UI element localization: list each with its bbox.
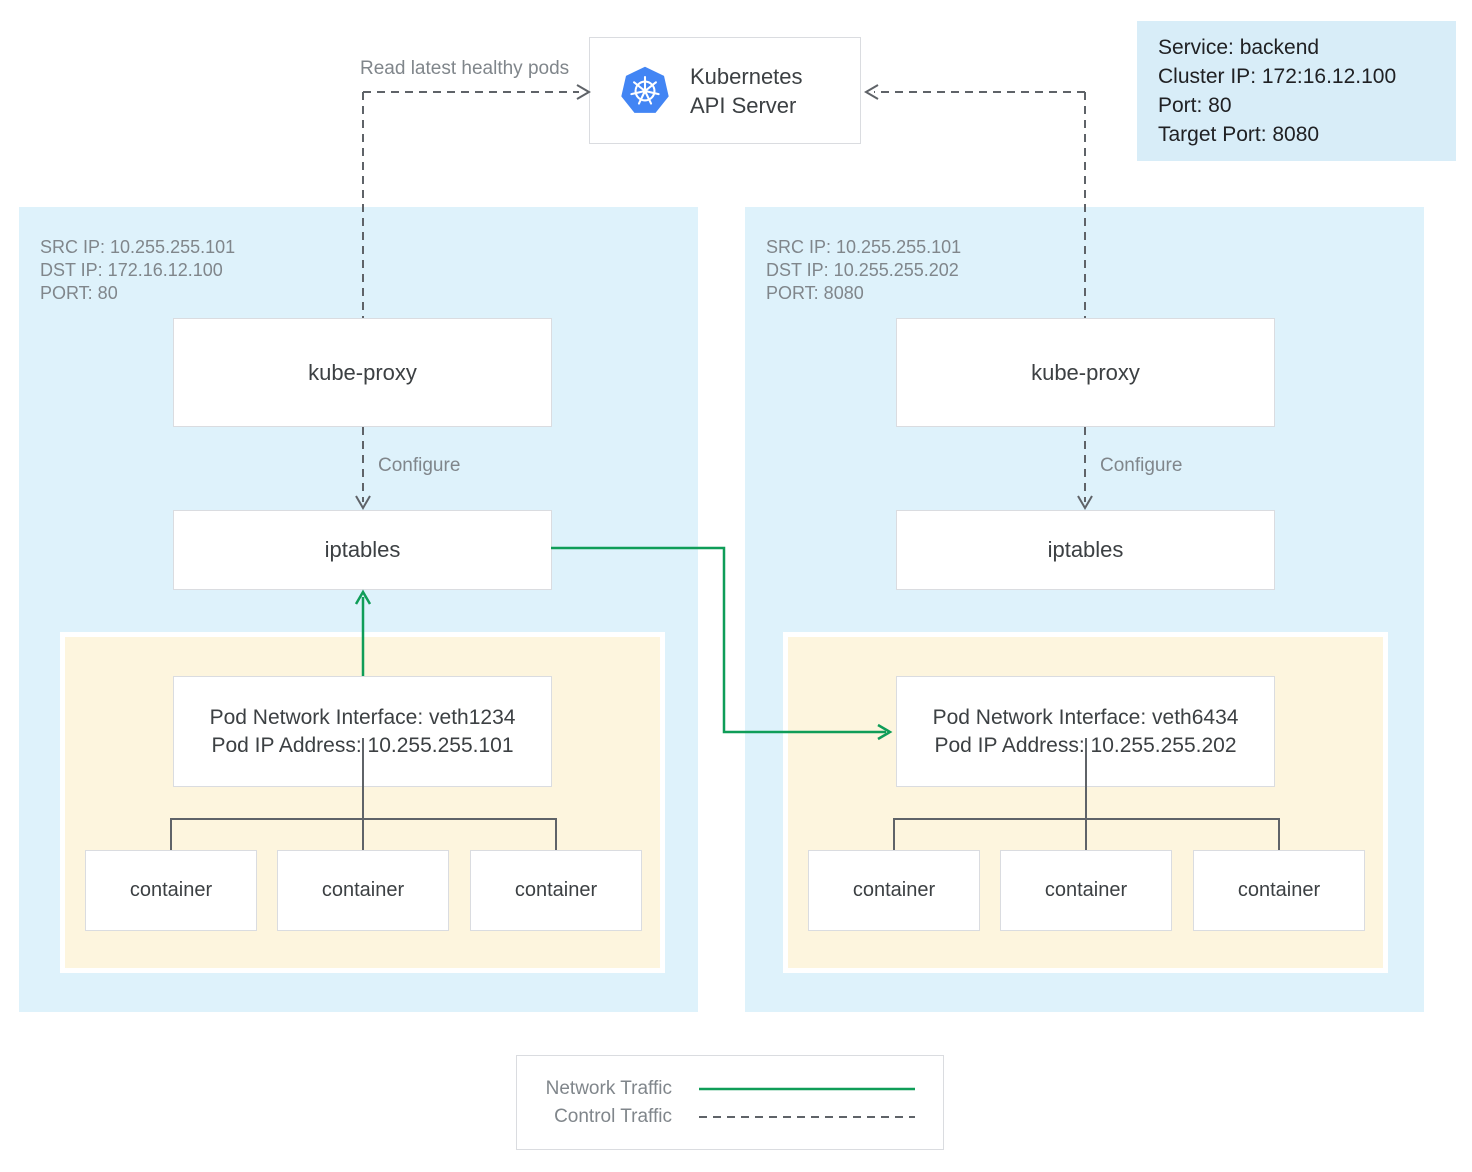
container-label: container <box>1237 879 1321 901</box>
iptables-box-left: iptables <box>173 510 552 590</box>
container-box: container <box>1000 850 1172 931</box>
service-port-line: Port: 80 <box>1158 94 1232 117</box>
read-latest-healthy-pods-label: Read latest healthy pods <box>360 58 570 79</box>
control-traffic-label: Control Traffic <box>554 1105 672 1127</box>
iptables-label: iptables <box>1047 537 1124 562</box>
container-label: container <box>514 879 598 901</box>
node-left-packet-info: SRC IP: 10.255.255.101 DST IP: 172.16.12… <box>40 236 235 305</box>
pod-interface-line: Pod Network Interface: veth6434 <box>932 705 1239 729</box>
arrowhead-right-icon <box>576 84 591 100</box>
kube-proxy-label: kube-proxy <box>308 359 417 385</box>
src-ip-label: SRC IP: 10.255.255.101 <box>766 237 962 257</box>
src-ip-label: SRC IP: 10.255.255.101 <box>40 237 236 257</box>
legend-row-control: Control Traffic <box>517 1106 943 1128</box>
pod-network-interface-box-right: Pod Network Interface: veth6434 Pod IP A… <box>896 676 1275 787</box>
configure-label-left: Configure <box>378 455 461 476</box>
service-name-line: Service: backend <box>1158 36 1320 59</box>
dst-ip-label: DST IP: 172.16.12.100 <box>40 260 223 280</box>
arrowhead-left-icon <box>864 84 879 100</box>
api-server-title-line1: Kubernetes <box>690 63 803 89</box>
container-box: container <box>470 850 642 931</box>
network-traffic-line-sample <box>699 1087 915 1090</box>
iptables-label: iptables <box>324 537 401 562</box>
container-label: container <box>1044 879 1128 901</box>
pod-ip-line: Pod IP Address: 10.255.255.202 <box>934 733 1237 757</box>
container-label: container <box>129 879 213 901</box>
target-port-line: Target Port: 8080 <box>1158 123 1320 146</box>
pod-interface-line: Pod Network Interface: veth1234 <box>209 705 516 729</box>
container-label: container <box>852 879 936 901</box>
kube-proxy-label: kube-proxy <box>1031 359 1140 385</box>
pod-network-interface-box-left: Pod Network Interface: veth1234 Pod IP A… <box>173 676 552 787</box>
network-traffic-label: Network Traffic <box>545 1077 672 1099</box>
control-traffic-line-sample <box>699 1115 915 1118</box>
api-server-title: Kubernetes API Server <box>690 62 803 120</box>
legend-row-network: Network Traffic <box>517 1078 943 1100</box>
container-box: container <box>85 850 257 931</box>
container-box: container <box>277 850 449 931</box>
kube-proxy-box-left: kube-proxy <box>173 318 552 427</box>
container-label: container <box>321 879 405 901</box>
cluster-ip-line: Cluster IP: 172:16.12.100 <box>1158 65 1397 88</box>
iptables-box-right: iptables <box>896 510 1275 590</box>
dst-ip-label: DST IP: 10.255.255.202 <box>766 260 959 280</box>
kubernetes-api-server-box: Kubernetes API Server <box>589 37 861 144</box>
configure-label-right: Configure <box>1100 455 1183 476</box>
container-box: container <box>808 850 980 931</box>
api-server-title-line2: API Server <box>690 92 797 118</box>
port-label: PORT: 8080 <box>766 283 864 303</box>
pod-ip-line: Pod IP Address: 10.255.255.101 <box>211 733 514 757</box>
node-right-packet-info: SRC IP: 10.255.255.101 DST IP: 10.255.25… <box>766 236 961 305</box>
kubernetes-logo-icon <box>621 66 669 113</box>
kube-proxy-box-right: kube-proxy <box>896 318 1275 427</box>
service-info-box: Service: backend Cluster IP: 172:16.12.1… <box>1137 21 1456 161</box>
container-box: container <box>1193 850 1365 931</box>
legend-box: Network Traffic Control Traffic <box>516 1055 944 1150</box>
port-label: PORT: 80 <box>40 283 118 303</box>
